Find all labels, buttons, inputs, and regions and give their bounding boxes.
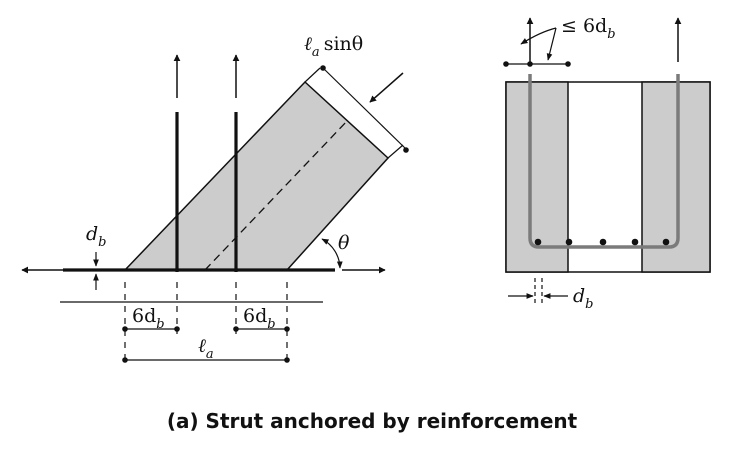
theta-label: θ [338, 232, 350, 254]
longitudinal-bar [631, 238, 639, 246]
longitudinal-bar [565, 238, 573, 246]
theta-arc [321, 238, 343, 269]
la-label: ℓa [198, 335, 214, 362]
figure-caption: (a) Strut anchored by reinforcement [167, 409, 578, 433]
le-six-db-label: ≤ 6db [561, 15, 616, 42]
strut-force-arrow [369, 72, 404, 103]
db-left-label: db [86, 223, 107, 250]
longitudinal-bar [534, 238, 542, 246]
db-right-label: db [573, 285, 594, 312]
longitudinal-bar [599, 238, 607, 246]
longitudinal-bar [662, 238, 670, 246]
section-shaded-right [641, 81, 711, 273]
six-db-label-2: 6db [243, 305, 276, 332]
six-db-label-1: 6db [132, 305, 165, 332]
u-bar-stirrup [528, 74, 680, 249]
la-sin-dimension [322, 67, 408, 151]
right-figure: ≤ 6db db [503, 15, 711, 312]
strut-centerline [204, 119, 349, 271]
